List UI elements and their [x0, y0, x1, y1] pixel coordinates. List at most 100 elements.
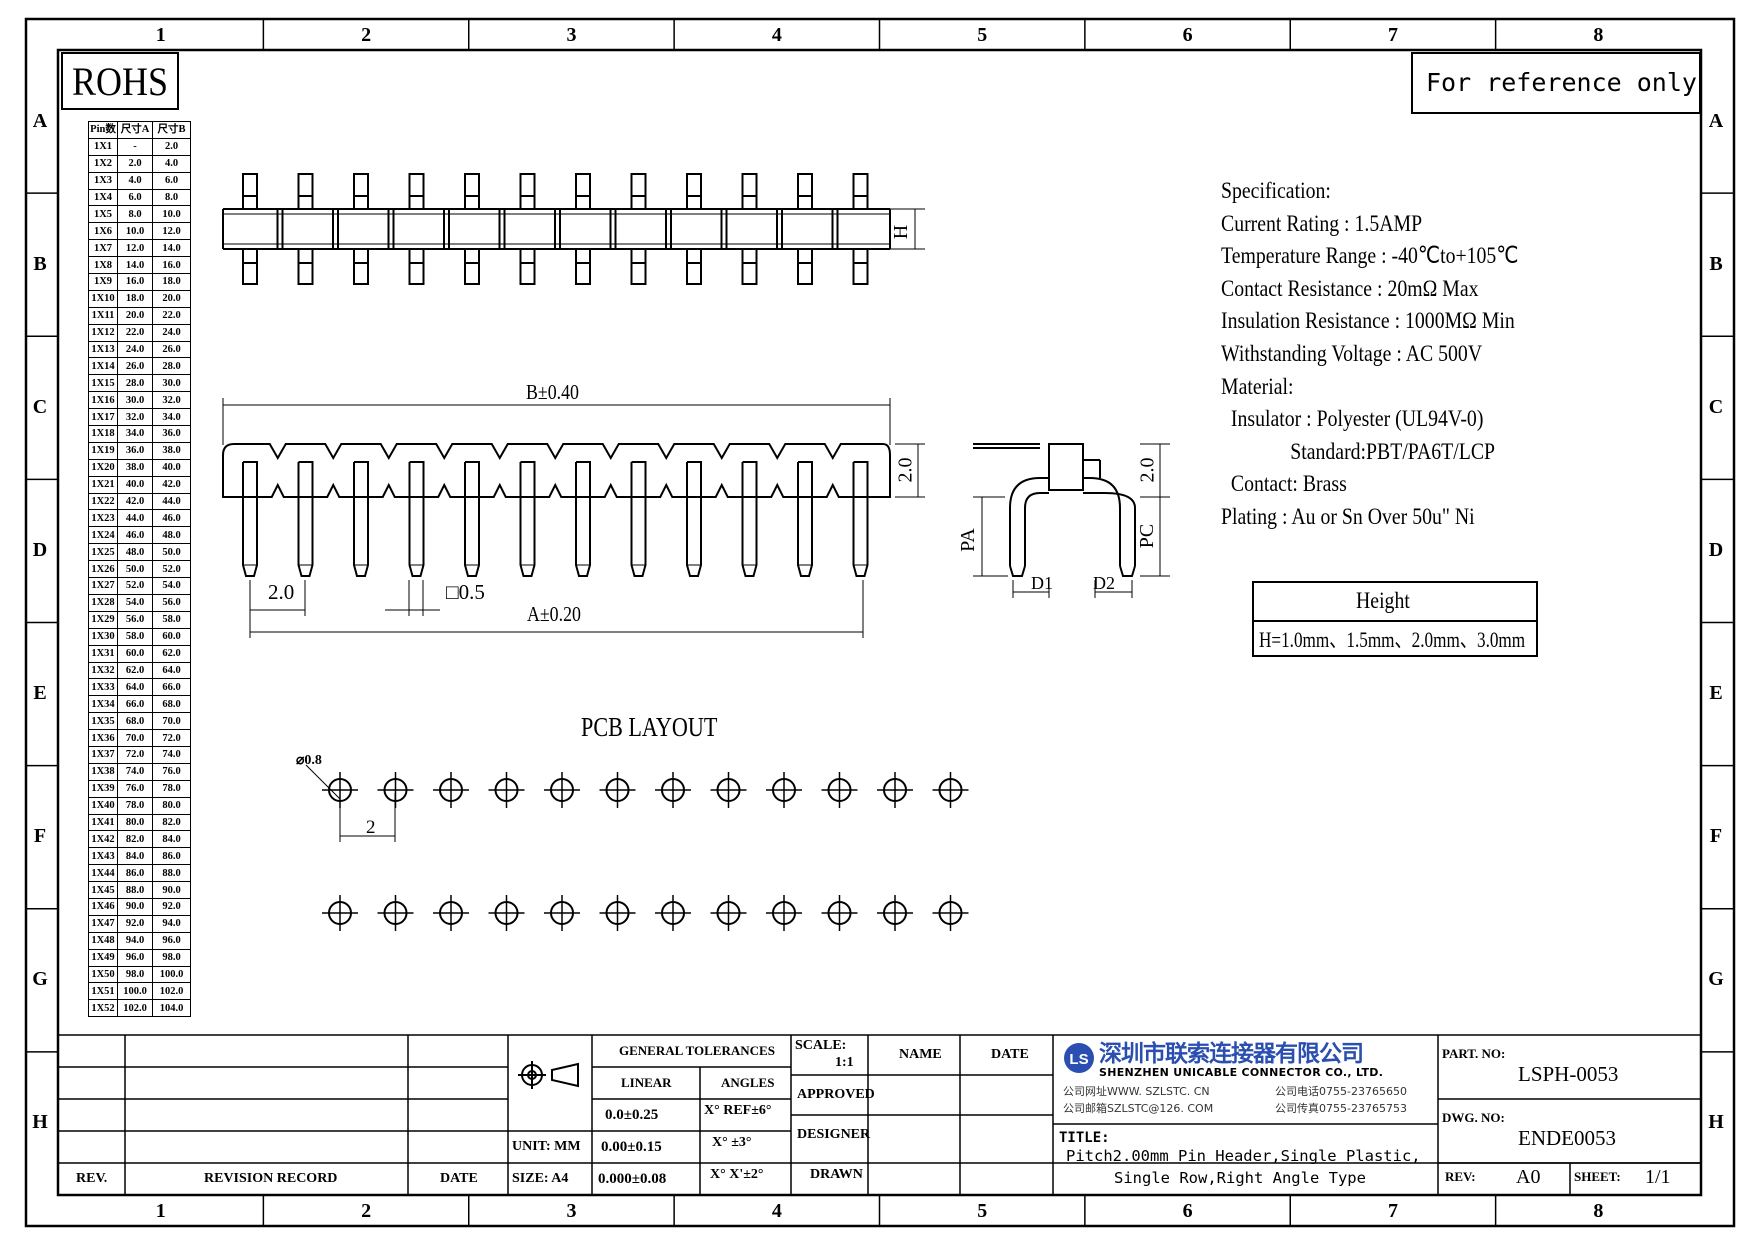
pin-table-cell: 16.0: [152, 256, 191, 275]
grid-column-top-7: 7: [1387, 24, 1398, 46]
grid-row-right-H: H: [1708, 1111, 1724, 1134]
pin-table-cell: 66.0: [117, 695, 153, 714]
pin-table-cell: 6.0: [117, 188, 153, 207]
pin-table-cell: 50.0: [117, 560, 153, 579]
grid-row-left-F: F: [33, 825, 47, 848]
pin-table-cell: 28.0: [117, 374, 153, 393]
tb-general-tolerances: GENERAL TOLERANCES: [619, 1043, 775, 1058]
tb-dwg-no: ENDE0053: [1518, 1126, 1616, 1150]
pin-top: [630, 173, 647, 210]
tb-title-label: TITLE:: [1059, 1130, 1110, 1146]
pin-table-cell: 1X20: [88, 458, 118, 477]
pin-table-cell: 74.0: [117, 762, 153, 781]
grid-column-top-6: 6: [1182, 24, 1193, 46]
pin-table-cell: 14.0: [152, 239, 191, 258]
pin-table-cell: 1X23: [88, 509, 118, 528]
grid-column-bottom-7: 7: [1387, 1200, 1398, 1222]
grid-column-bottom-8: 8: [1593, 1200, 1604, 1222]
pin-table-cell: 86.0: [152, 847, 191, 866]
tb-company-cn: 深圳市联索连接器有限公司: [1099, 1041, 1364, 1067]
grid-row-left-G: G: [32, 968, 48, 991]
tb-rev: A0: [1516, 1166, 1541, 1188]
pin-table-cell: 54.0: [152, 577, 191, 595]
tb-rev-label: REV:: [1445, 1169, 1476, 1184]
tb-sheet-label: SHEET:: [1574, 1169, 1621, 1184]
pin-table-cell: 60.0: [117, 644, 153, 663]
reference-note: For reference only: [1426, 68, 1697, 97]
dim-pitch-label: 2.0: [268, 580, 295, 604]
tb-company-en: SHENZHEN UNICABLE CONNECTOR CO., LTD.: [1099, 1066, 1384, 1079]
pin-table-cell: 38.0: [117, 458, 153, 477]
grid-row-left-E: E: [33, 682, 47, 705]
pin-table-cell: 42.0: [117, 492, 153, 511]
pin-table-header: Pin数: [88, 121, 118, 139]
pin-table-cell: 8.0: [152, 188, 191, 207]
pin-table-cell: 14.0: [117, 256, 153, 275]
pin-top: [297, 173, 314, 210]
dim-d1-label: D1: [1031, 573, 1053, 593]
dim-pc-label: PC: [1136, 523, 1159, 549]
pin-table-cell: 84.0: [117, 847, 153, 866]
pin-table-cell: 1X33: [88, 678, 118, 697]
tb-title-line1: Pitch2.00mm Pin Header,Single Plastic,: [1066, 1147, 1421, 1165]
pin-table-cell: 90.0: [152, 881, 191, 899]
pin-table-cell: 1X30: [88, 627, 118, 646]
pin-table-cell: 90.0: [117, 897, 153, 916]
logo-text: LS: [1069, 1051, 1088, 1068]
grid-column-bottom-5: 5: [977, 1200, 988, 1222]
pin-table-cell: 72.0: [152, 729, 191, 747]
pin-table-cell: 1X7: [88, 239, 118, 258]
tb-date-header: DATE: [440, 1171, 478, 1186]
dim-pa-label: PA: [956, 528, 979, 552]
pin-table-cell: 102.0: [152, 982, 191, 1001]
pin-table-cell: 102.0: [117, 999, 153, 1018]
grid-row-right-E: E: [1709, 682, 1723, 705]
spec-line: Insulation Resistance : 1000MΩ Min: [1221, 308, 1515, 334]
dim-b-label: B±0.40: [526, 380, 579, 404]
pin-table-cell: 1X27: [88, 577, 118, 595]
pin-table-cell: 1X31: [88, 644, 118, 663]
pin-table-cell: 42.0: [152, 475, 191, 494]
pin-table-cell: 36.0: [152, 425, 191, 443]
tb-part-no-label: PART. NO:: [1442, 1046, 1506, 1061]
tb-fax: 公司传真0755-23765753: [1275, 1102, 1407, 1115]
grid-column-top-3: 3: [566, 24, 577, 46]
company-logo: LS: [1064, 1043, 1094, 1073]
grid-row-right-G: G: [1708, 968, 1724, 991]
tb-tol2: 0.00±0.15: [601, 1139, 662, 1155]
grid-column-top-8: 8: [1593, 24, 1604, 46]
pin-table-cell: 1X35: [88, 712, 118, 731]
grid-column-top-1: 1: [155, 24, 166, 46]
pin-table-cell: 1X6: [88, 222, 118, 241]
pin-table-cell: 1X44: [88, 864, 118, 883]
grid-row-left-H: H: [32, 1111, 48, 1134]
pin-table-cell: 1X26: [88, 560, 118, 579]
tb-tol1: 0.0±0.25: [605, 1107, 659, 1123]
grid-column-top-2: 2: [361, 24, 372, 46]
pin-table-cell: 1X15: [88, 374, 118, 393]
pin-table-cell: 1X34: [88, 695, 118, 714]
pin-table-cell: 6.0: [152, 171, 191, 190]
pin-top: [242, 173, 258, 210]
pin-table-cell: 80.0: [117, 813, 153, 832]
pin-table-cell: 70.0: [152, 712, 191, 731]
pin-table-cell: 96.0: [117, 948, 153, 967]
pin-table-cell: 54.0: [117, 593, 153, 612]
pin-table-cell: 76.0: [117, 779, 153, 798]
